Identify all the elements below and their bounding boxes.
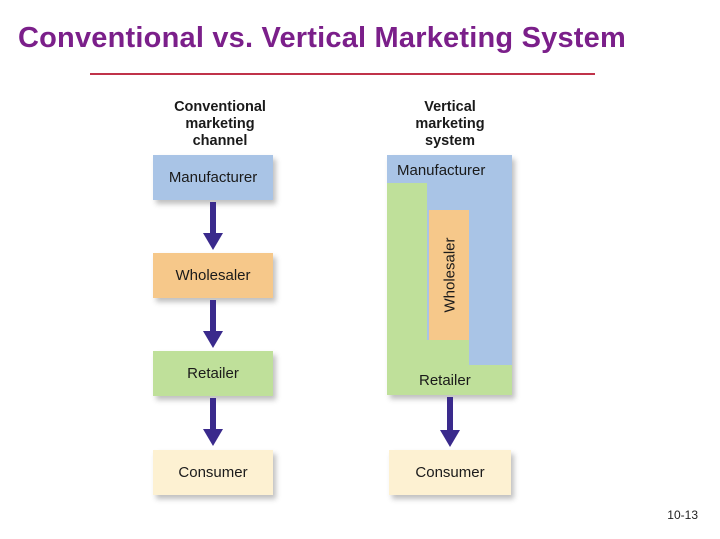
slide-title: Conventional vs. Vertical Marketing Syst… bbox=[18, 22, 626, 54]
vertical-wholesaler-label: Wholesaler bbox=[441, 237, 459, 313]
conventional-heading-line: marketing bbox=[185, 116, 255, 132]
vertical-manufacturer-label: Manufacturer bbox=[397, 162, 486, 179]
conventional-wholesaler-box: Wholesaler bbox=[153, 253, 273, 298]
conventional-heading-line: channel bbox=[192, 133, 248, 149]
arrow-down-icon bbox=[203, 202, 223, 250]
vertical-system-block bbox=[387, 155, 512, 395]
arrow-down-icon bbox=[440, 397, 460, 447]
vertical-retailer-area-left bbox=[387, 183, 427, 395]
vertical-consumer-label: Consumer bbox=[415, 464, 485, 481]
vertical-retailer-label: Retailer bbox=[419, 372, 471, 389]
vertical-heading-line: marketing bbox=[415, 116, 485, 132]
arrow-down-icon bbox=[203, 300, 223, 348]
conventional-manufacturer-box: Manufacturer bbox=[153, 155, 273, 200]
conventional-wholesaler-label: Wholesaler bbox=[175, 267, 251, 284]
page-number: 10-13 bbox=[667, 508, 698, 522]
conventional-manufacturer-label: Manufacturer bbox=[168, 169, 258, 186]
vertical-retailer-area-bottom bbox=[387, 365, 512, 395]
vertical-consumer-box: Consumer bbox=[389, 450, 511, 495]
conventional-heading: Conventional marketing channel bbox=[150, 99, 290, 150]
vertical-heading: Vertical marketing system bbox=[385, 99, 515, 150]
conventional-retailer-box: Retailer bbox=[153, 351, 273, 396]
arrow-down-icon bbox=[203, 398, 223, 446]
conventional-consumer-label: Consumer bbox=[178, 464, 248, 481]
vertical-retailer-area-inner bbox=[427, 340, 469, 365]
vertical-heading-line: Vertical bbox=[424, 99, 476, 115]
title-divider bbox=[90, 73, 595, 75]
conventional-heading-line: Conventional bbox=[174, 99, 266, 115]
conventional-consumer-box: Consumer bbox=[153, 450, 273, 495]
vertical-heading-line: system bbox=[425, 133, 475, 149]
conventional-retailer-label: Retailer bbox=[187, 365, 239, 382]
vertical-wholesaler-area bbox=[429, 210, 469, 340]
